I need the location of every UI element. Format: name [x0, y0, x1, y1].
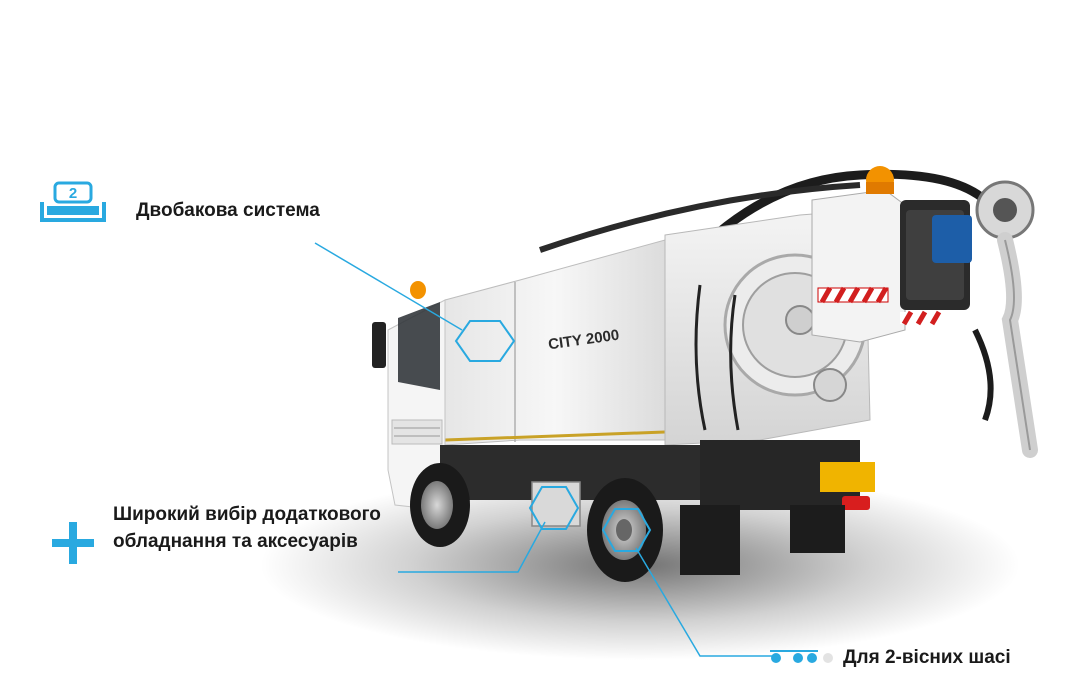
feature-axles-label: Для 2-вісних шасі — [843, 647, 1011, 668]
svg-text:2: 2 — [69, 185, 77, 202]
feature-tanks-label: Двобакова система — [136, 200, 320, 221]
feature-equipment-label: Широкий вибір додаткового обладнання та … — [113, 504, 381, 552]
two-axle-icon — [770, 650, 833, 663]
plus-icon — [52, 522, 94, 564]
two-tank-icon: 2 — [40, 181, 106, 222]
